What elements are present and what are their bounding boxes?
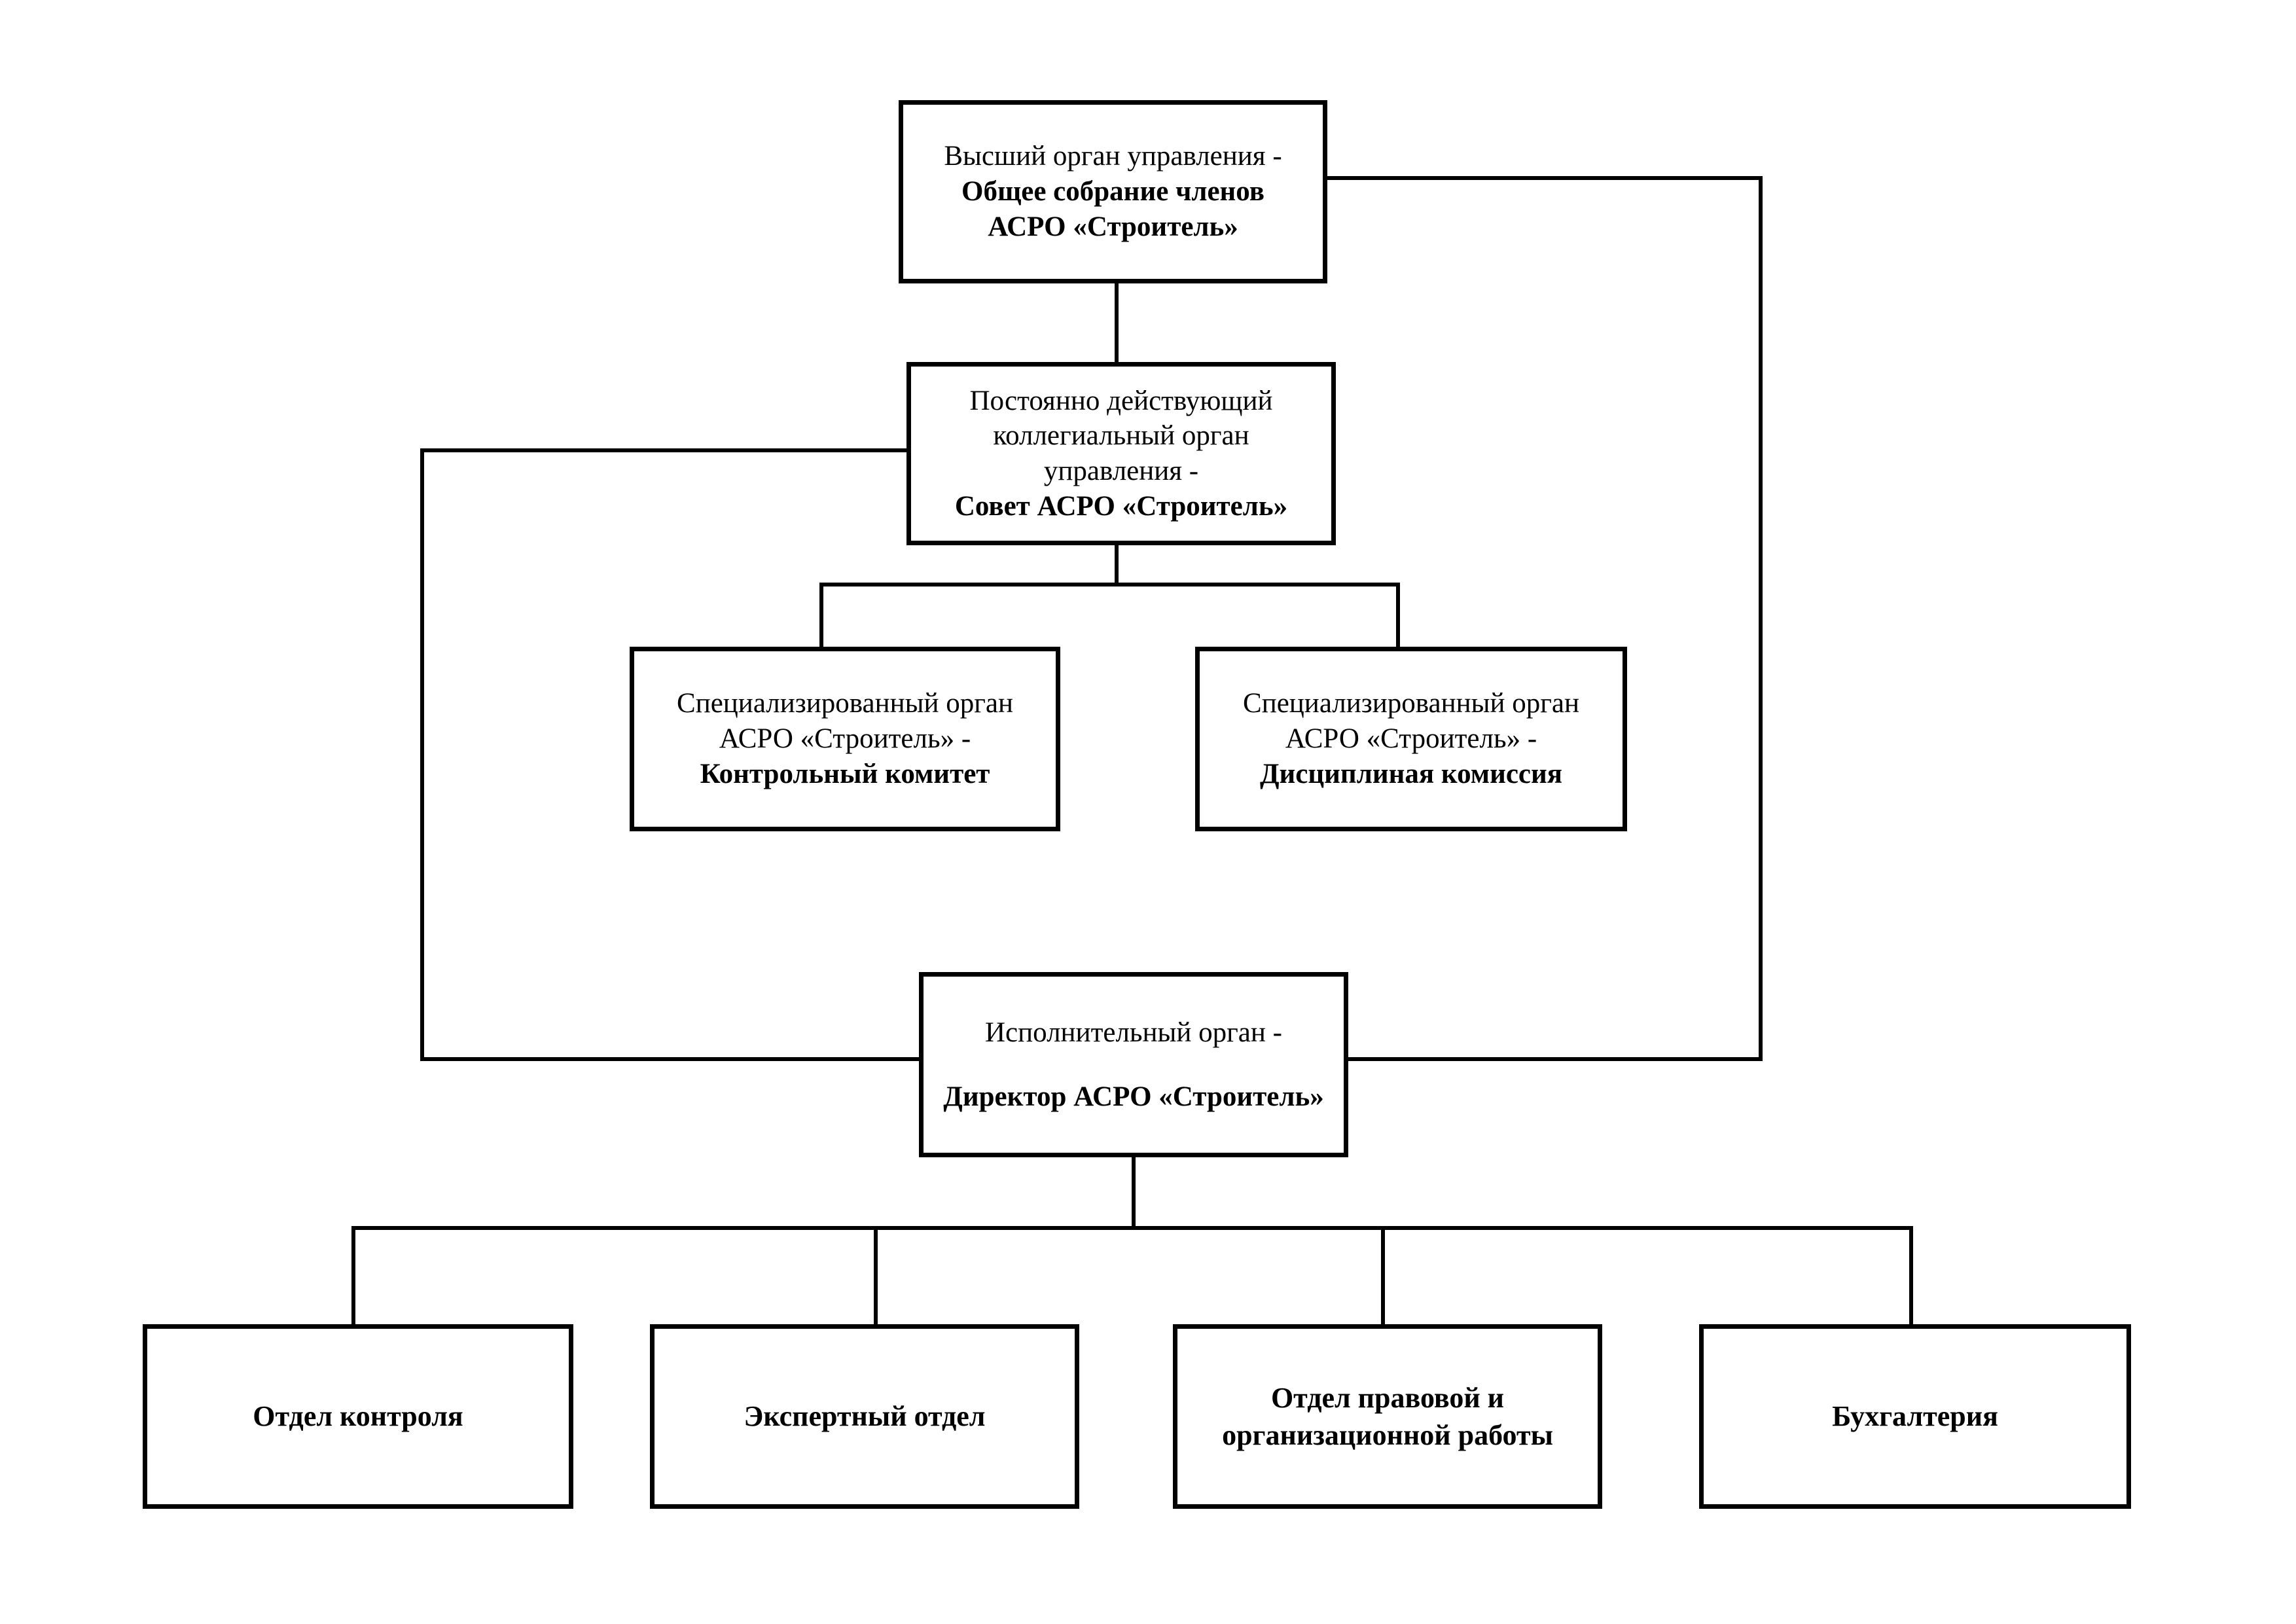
connector-top-executive bbox=[1322, 176, 1763, 1061]
council-line3: управления - bbox=[1043, 456, 1199, 486]
control-committee-line1: Специализированный орган bbox=[677, 688, 1013, 719]
disciplinary-commission-line3: Дисциплиная комиссия bbox=[1259, 758, 1563, 789]
disciplinary-commission-line2: АСРО «Строитель» - bbox=[1285, 723, 1537, 755]
disciplinary-commission-line1: Специализированный орган bbox=[1243, 688, 1579, 719]
dept-control-box: Отдел контроля bbox=[143, 1324, 573, 1509]
executive-line1: Исполнительный орган - bbox=[985, 1017, 1282, 1048]
dept-expert-box: Экспертный отдел bbox=[650, 1324, 1079, 1509]
council-line2: коллегиальный орган bbox=[993, 420, 1249, 452]
control-committee-box: Специализированный орган АСРО «Строитель… bbox=[630, 647, 1060, 831]
general-meeting-line3: АСРО «Строитель» bbox=[988, 211, 1238, 242]
dept-accounting-label: Бухгалтерия bbox=[1832, 1400, 1998, 1433]
executive-line2: Директор АСРО «Строитель» bbox=[943, 1081, 1324, 1112]
general-meeting-box: Высший орган управления - Общее собрание… bbox=[899, 100, 1327, 283]
control-committee-line2: АСРО «Строитель» - bbox=[719, 723, 971, 755]
dept-control-label: Отдел контроля bbox=[253, 1400, 463, 1433]
general-meeting-line1: Высший орган управления - bbox=[944, 141, 1282, 172]
executive-director-box: Исполнительный орган - Директор АСРО «Ст… bbox=[919, 972, 1348, 1157]
dept-accounting-box: Бухгалтерия bbox=[1699, 1324, 2131, 1509]
control-committee-line3: Контрольный комитет bbox=[700, 758, 990, 789]
council-line4: Совет АСРО «Строитель» bbox=[954, 490, 1288, 522]
council-line1: Постоянно действующий bbox=[969, 385, 1273, 416]
general-meeting-line2: Общее собрание членов bbox=[961, 176, 1265, 208]
disciplinary-commission-box: Специализированный орган АСРО «Строитель… bbox=[1195, 647, 1627, 831]
dept-legal-line1: Отдел правовой и bbox=[1270, 1381, 1505, 1414]
council-box: Постоянно действующий коллегиальный орга… bbox=[906, 362, 1336, 545]
dept-expert-label: Экспертный отдел bbox=[744, 1400, 986, 1433]
dept-legal-line2: организационной работы bbox=[1222, 1419, 1553, 1451]
connector-council-executive bbox=[420, 448, 922, 1061]
dept-legal-box: Отдел правовой и организационной работы bbox=[1173, 1324, 1602, 1509]
